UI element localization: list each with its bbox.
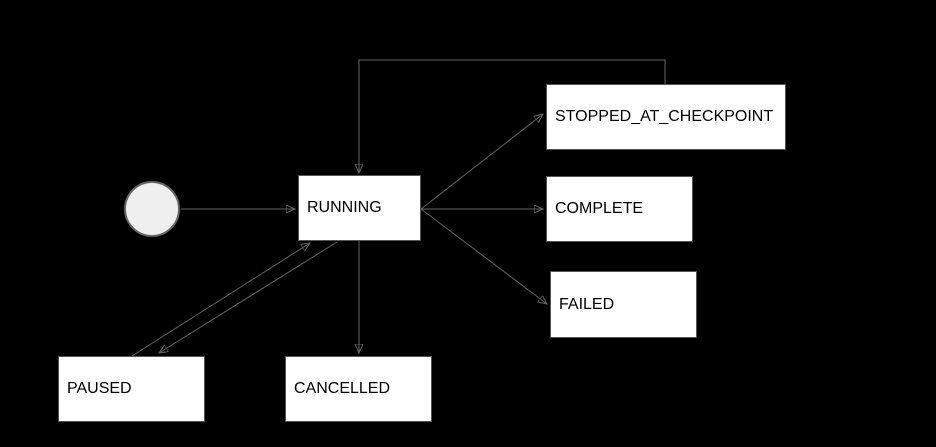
node-cancelled: CANCELLED [285, 356, 432, 422]
edge-running-to-stopped-at-checkpoint [420, 114, 543, 210]
node-paused-label: PAUSED [67, 380, 132, 397]
node-complete-label: COMPLETE [555, 200, 644, 217]
edge-paused-to-running [131, 243, 310, 357]
node-stopped-at-checkpoint-label: STOPPED_AT_CHECKPOINT [555, 108, 774, 125]
node-running: RUNNING [298, 175, 421, 241]
edge-running-to-failed [420, 208, 547, 304]
node-running-label: RUNNING [307, 199, 382, 216]
node-failed-label: FAILED [559, 295, 615, 313]
node-cancelled-label: CANCELLED [294, 380, 391, 397]
edge-stopped-at-checkpoint-to-running [359, 59, 666, 173]
node-stopped-at-checkpoint: STOPPED_AT_CHECKPOINT [546, 84, 786, 150]
node-paused: PAUSED [58, 356, 205, 422]
node-complete: COMPLETE [546, 176, 693, 242]
node-start-initial-state [124, 181, 180, 237]
edge-running-to-paused [159, 241, 338, 353]
node-failed: FAILED [550, 271, 697, 338]
